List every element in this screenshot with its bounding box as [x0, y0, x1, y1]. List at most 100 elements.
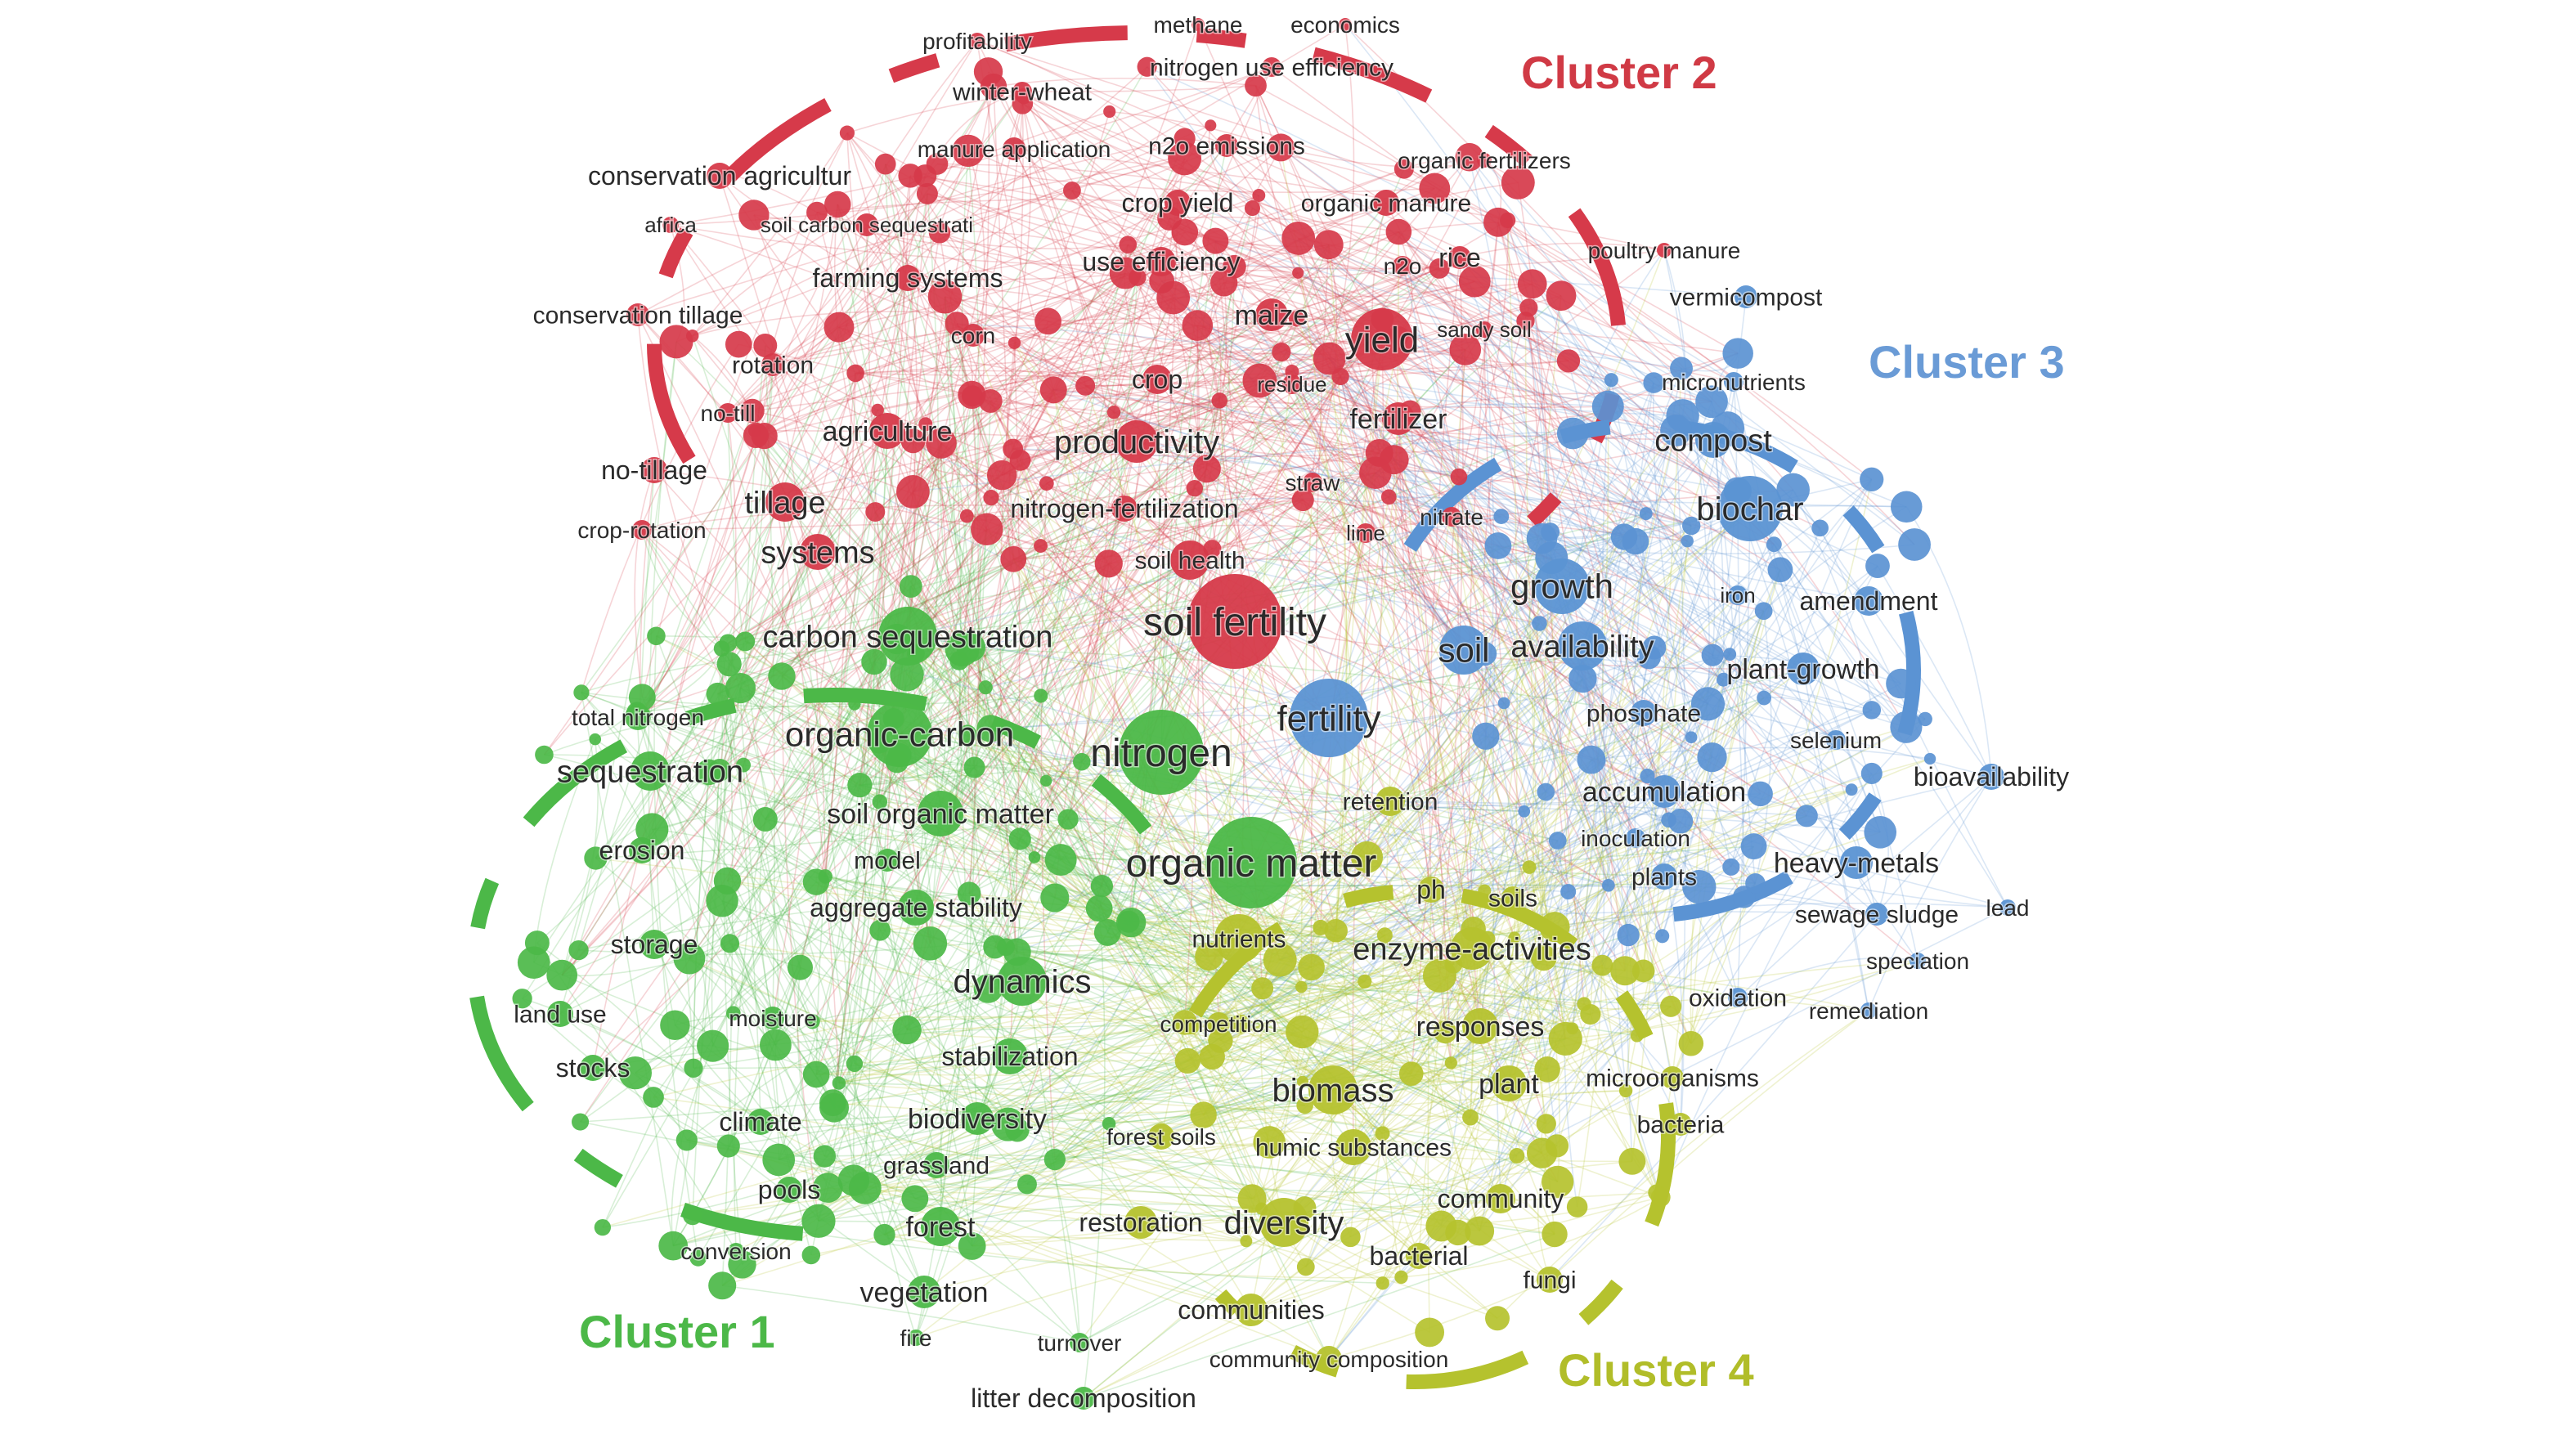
network-edge [1045, 780, 1334, 1091]
network-edge [967, 150, 985, 397]
cluster-label-4: Cluster 4 [1558, 1344, 1754, 1396]
network-node [647, 626, 666, 646]
network-edge [561, 442, 942, 976]
network-edge [1591, 747, 1931, 760]
network-edge [723, 664, 743, 1265]
network-edge [1016, 931, 1109, 1130]
network-edge [1187, 756, 1712, 1062]
network-edge [1203, 793, 1761, 1116]
network-node [1253, 1126, 1286, 1159]
network-edge [1040, 483, 1056, 1160]
network-edge [744, 345, 766, 642]
network-edge [1635, 837, 2008, 908]
network-edge [1389, 496, 1907, 508]
network-edge [1451, 516, 1665, 877]
network-edge [692, 1141, 1270, 1217]
network-edge [1590, 489, 1794, 1015]
keyword-node-use-efficiency [1147, 247, 1176, 276]
keyword-node-availability [1558, 621, 1607, 670]
network-edge [1013, 452, 1380, 560]
network-edge [721, 900, 1305, 1106]
network-edge [893, 718, 1252, 863]
network-edge [1250, 709, 1873, 863]
keyword-node-fungi [1537, 1267, 1563, 1293]
network-node [1296, 1075, 1309, 1087]
network-edge [760, 1080, 1304, 1123]
network-edge [675, 341, 991, 729]
network-node [1497, 697, 1510, 710]
network-edge [1136, 441, 1367, 534]
network-edge [581, 692, 674, 1246]
network-edge [855, 283, 1533, 374]
network-edge [738, 343, 972, 396]
network-edge [781, 675, 1188, 1062]
keyword-label-crop-yield: crop yield [1122, 188, 1234, 217]
network-edge [1084, 385, 1712, 758]
network-edge [1197, 24, 1486, 654]
network-edge [885, 163, 1389, 498]
network-edge [1302, 418, 1399, 1082]
network-node [802, 868, 830, 895]
cluster-1-arc [467, 688, 1152, 1241]
keyword-label-soil-fertility: soil fertility [1143, 601, 1326, 644]
network-edge [1302, 1081, 1551, 1280]
network-edge [784, 240, 1216, 503]
network-node [1591, 390, 1624, 423]
network-node [1519, 298, 1538, 317]
network-edge [1187, 788, 1852, 1062]
network-node [1890, 491, 1923, 523]
network-edge [1398, 231, 1612, 381]
network-edge [1013, 558, 1330, 719]
network-nodes [512, 18, 2016, 1410]
network-edge [781, 314, 1272, 677]
network-edge [936, 163, 1435, 193]
network-edge [1034, 856, 1665, 877]
network-edge [1034, 856, 1420, 1257]
keyword-label-fertility: fertility [1277, 698, 1380, 738]
network-edge [1016, 717, 1330, 1131]
network-node [1103, 105, 1116, 119]
network-edge [1295, 318, 1665, 792]
network-node [1556, 417, 1589, 450]
network-node [660, 1010, 690, 1041]
network-edge [1083, 908, 1106, 1399]
network-edge [1012, 558, 1412, 1074]
network-edge [907, 277, 1272, 316]
network-edge [1280, 146, 1526, 322]
network-edge [740, 687, 880, 743]
network-edge [1084, 385, 1304, 501]
network-edge [968, 394, 982, 894]
network-node [708, 1271, 737, 1300]
network-edge [837, 204, 1047, 782]
network-edge [1302, 500, 1547, 1124]
network-edge [1470, 840, 1559, 1118]
network-edge [1080, 412, 1115, 762]
network-edge [764, 339, 1383, 437]
network-edge [1128, 921, 1285, 1223]
network-node [1376, 1276, 1389, 1290]
network-edge [1251, 964, 1603, 1200]
keyword-node-heavy-metals [1840, 846, 1873, 879]
keyword-label-turnover: turnover [1038, 1330, 1122, 1356]
network-node [1560, 884, 1577, 900]
network-edge [1130, 379, 1160, 923]
network-node [1043, 1148, 1066, 1171]
network-edge [940, 231, 1399, 444]
network-node [1757, 690, 1771, 706]
network-node [1094, 549, 1123, 578]
network-edge [1250, 489, 1794, 863]
network-node [1522, 860, 1537, 874]
network-edge [1401, 1198, 1501, 1278]
network-node [1650, 1187, 1671, 1208]
network-edge [1250, 1145, 1558, 1311]
network-edge [833, 922, 1132, 1109]
network-edge [990, 728, 1330, 1360]
network-edge [1019, 375, 1341, 840]
network-edge [1429, 257, 1461, 890]
network-edge [1551, 557, 1739, 998]
network-node [787, 954, 814, 980]
network-node [1898, 528, 1931, 561]
network-node [805, 1013, 820, 1029]
network-edge [855, 370, 1158, 380]
keyword-label-organic-carbon: organic-carbon [785, 715, 1014, 754]
